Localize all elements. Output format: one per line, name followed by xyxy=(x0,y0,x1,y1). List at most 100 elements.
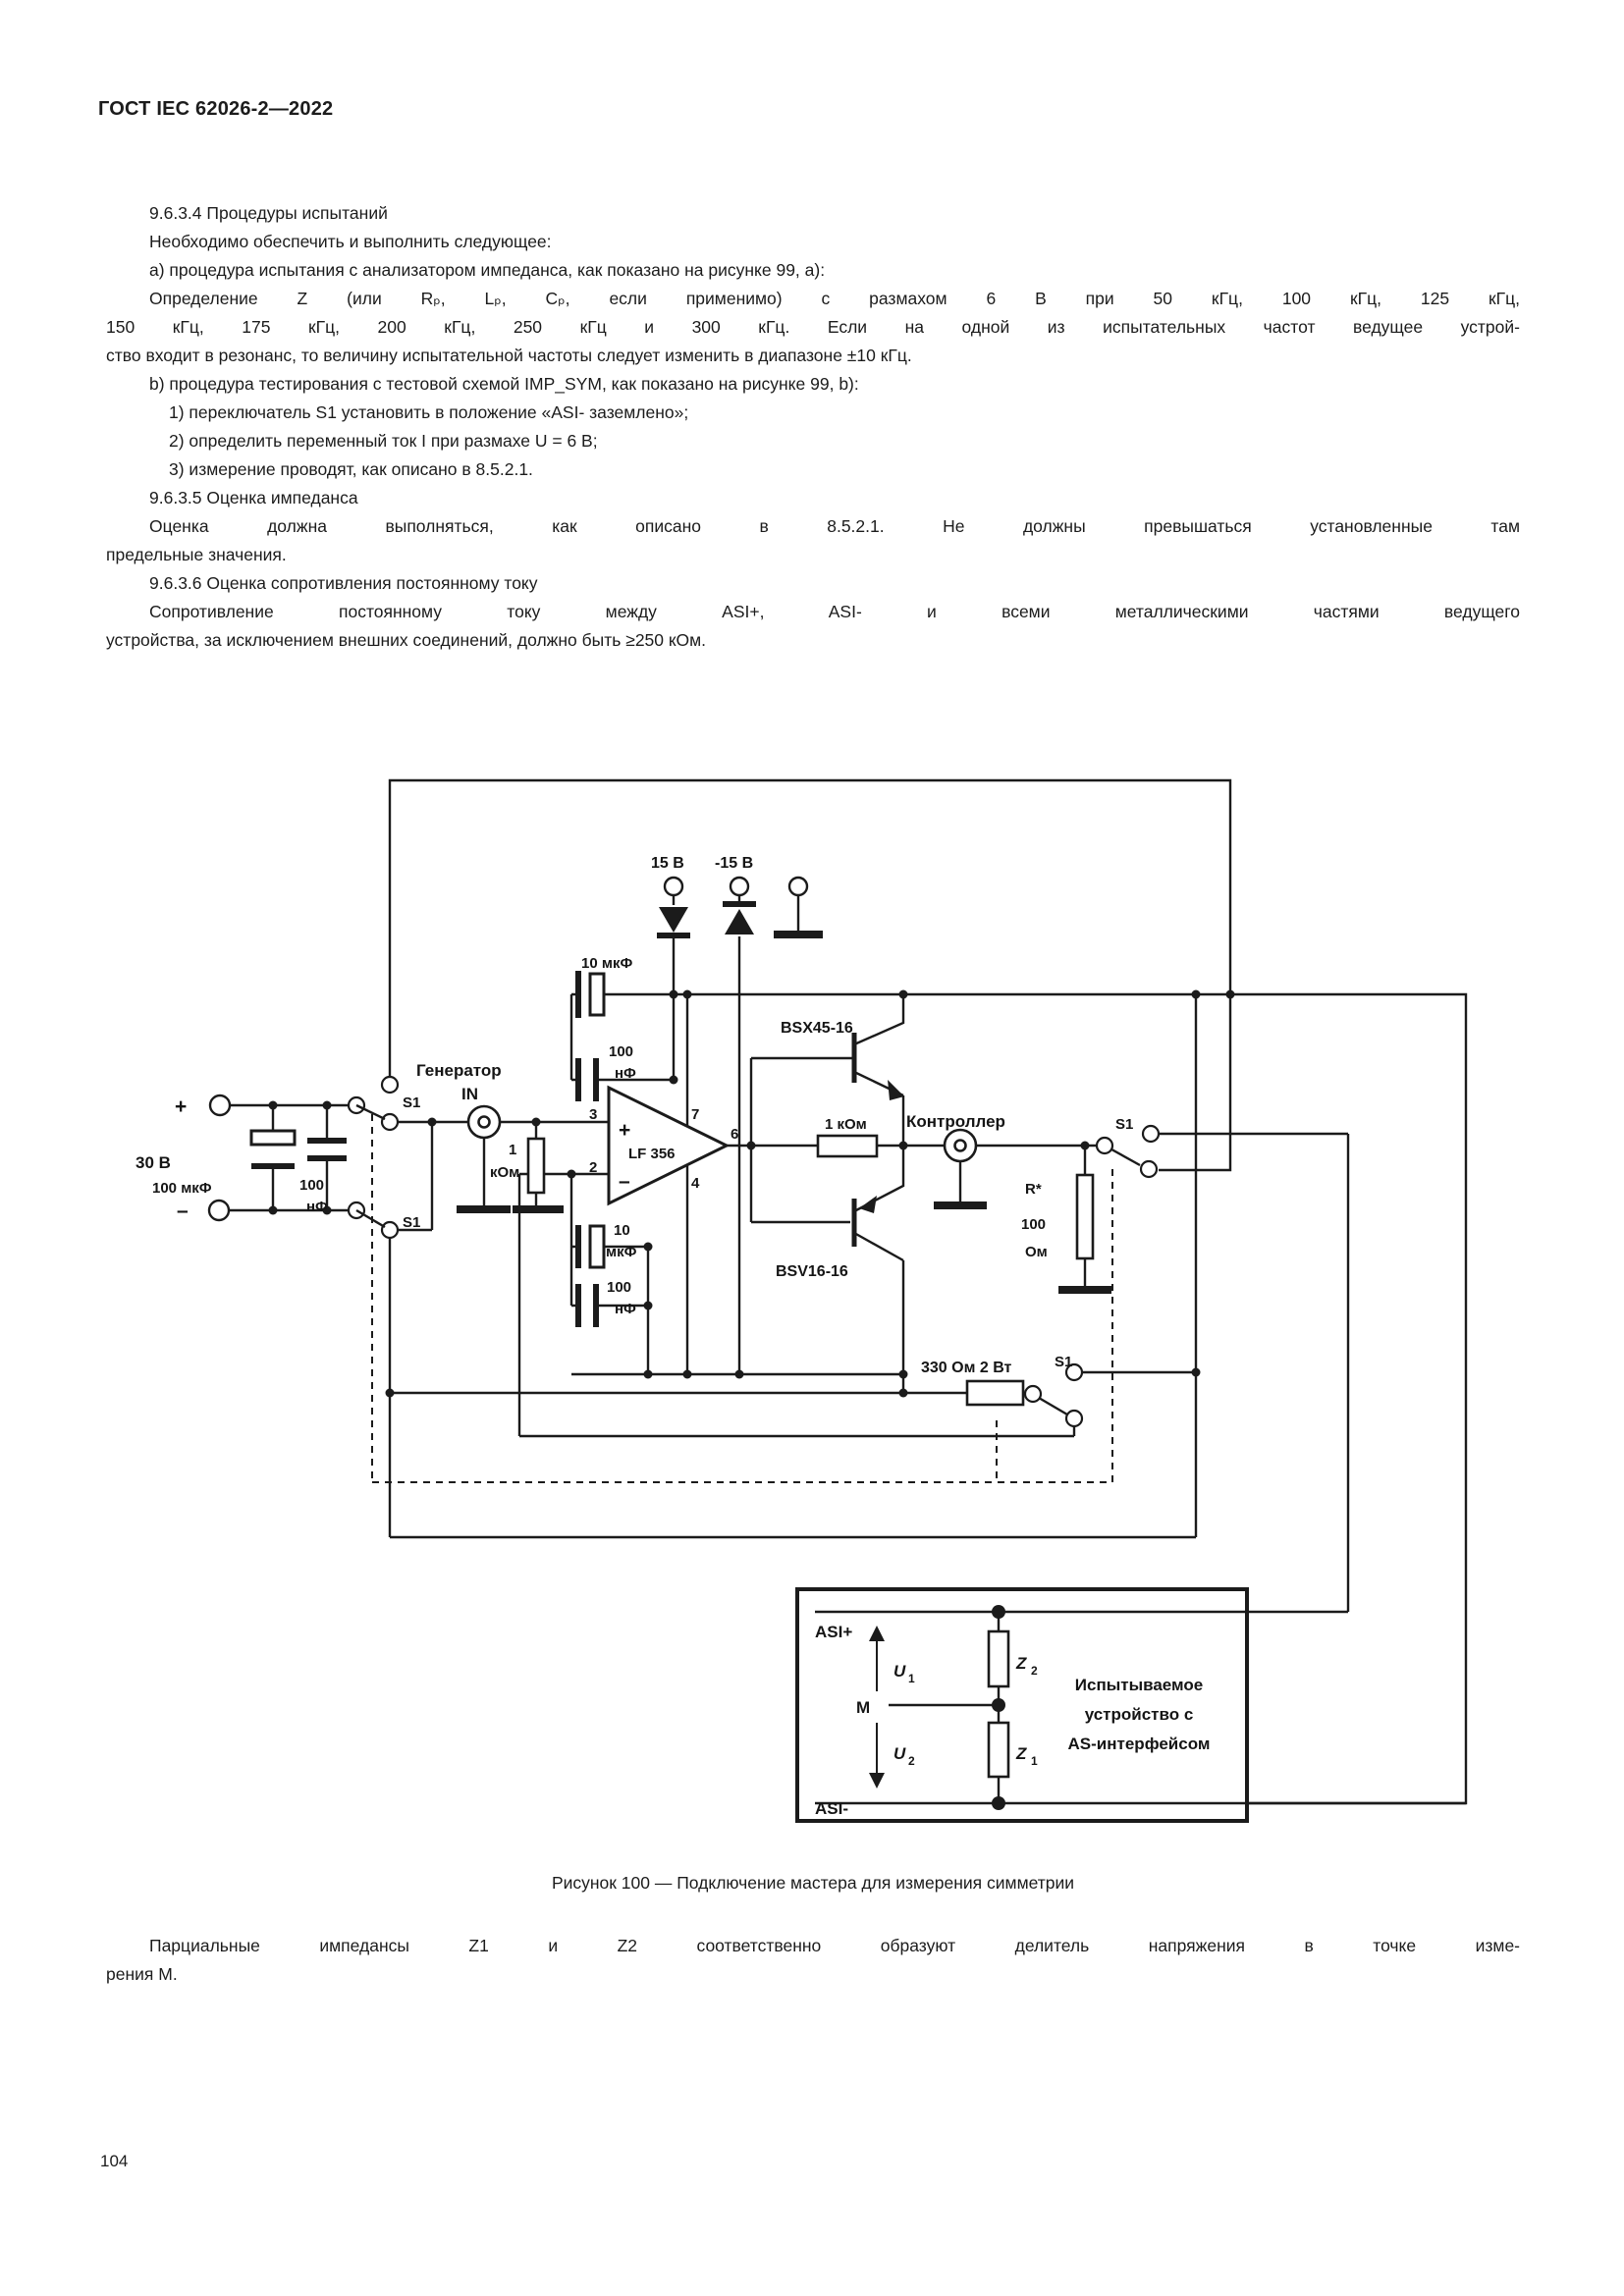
switch-contacts xyxy=(347,1075,1161,1428)
label-z1: Z xyxy=(1015,1744,1027,1763)
para-line: Оценка должна выполняться, как описано в… xyxy=(149,516,1520,536)
para-9636-head: 9.6.3.6 Оценка сопротивления постоянному… xyxy=(149,573,538,593)
impedance-z2 xyxy=(987,1629,1010,1688)
label-z2: Z xyxy=(1015,1654,1027,1673)
label-pin7: 7 xyxy=(691,1106,699,1123)
para-line: ство входит в резонанс, то величину испы… xyxy=(106,346,912,365)
label-z1-sub: 1 xyxy=(1031,1754,1038,1768)
label-opamp-minus: – xyxy=(619,1170,630,1193)
zener-15v-icon xyxy=(657,907,690,938)
para-9634-head: 9.6.3.4 Процедуры испытаний xyxy=(149,203,388,223)
para-line: а) процедура испытания с анализатором им… xyxy=(149,260,826,280)
label-330ohm: 330 Ом 2 Вт xyxy=(921,1360,1012,1376)
zener-minus15v-icon xyxy=(723,901,756,934)
figure-caption: Рисунок 100 — Подключение мастера для из… xyxy=(551,1873,1075,1893)
label-s1-330: S1 xyxy=(1055,1354,1072,1370)
cap-100nf-bottom xyxy=(575,1284,599,1327)
label-cap100b-1: 100 xyxy=(607,1279,631,1296)
terminal-ground xyxy=(787,876,809,897)
label-30v: 30 В xyxy=(135,1153,171,1172)
para-line: Сопротивление постоянному току между ASI… xyxy=(149,602,1520,621)
para-line: Необходимо обеспечить и выполнить следую… xyxy=(149,232,552,251)
label-u1: U xyxy=(893,1662,906,1681)
controller-connector xyxy=(943,1128,978,1163)
circuit-wires xyxy=(229,778,1468,1805)
label-opamp-plus: + xyxy=(619,1119,630,1142)
label-cap-10uf-top: 10 мкФ xyxy=(581,955,632,972)
generator-connector xyxy=(466,1104,502,1140)
impedance-z1 xyxy=(987,1721,1010,1779)
para-9635-head: 9.6.3.5 Оценка импеданса xyxy=(149,488,358,507)
label-opamp-type: LF 356 xyxy=(628,1146,676,1162)
label-cap10b-1: 10 xyxy=(614,1222,630,1239)
label-cap-100uf: 100 мкФ xyxy=(152,1180,212,1197)
label-rstar-b: 100 xyxy=(1021,1216,1046,1233)
label-r1k-2: кОм xyxy=(490,1164,519,1181)
para-line: Определение Z (или Rₚ, Lₚ, Cₚ, если прим… xyxy=(149,289,1520,308)
label-m: M xyxy=(856,1698,870,1717)
label-s1-upper-right: S1 xyxy=(1115,1116,1133,1133)
label-cap-100-top: 100 xyxy=(609,1043,633,1060)
label-bsx45: BSX45-16 xyxy=(781,1020,853,1037)
label-dut-3: AS-интерфейсом xyxy=(1068,1735,1211,1753)
transistor-bsv16-16 xyxy=(851,1196,877,1247)
label-s1-lower-left: S1 xyxy=(403,1214,420,1231)
label-bsv16: BSV16-16 xyxy=(776,1263,848,1280)
label-rstar-a: R* xyxy=(1025,1181,1042,1198)
label-generator-in: IN xyxy=(461,1085,478,1103)
label-cap-nf-top: нФ xyxy=(615,1065,636,1082)
para-line: устройства, за исключением внешних соеди… xyxy=(106,630,707,650)
label-dut-1: Испытываемое xyxy=(1075,1676,1203,1694)
label-cap-100nf-a: 100 xyxy=(299,1177,324,1194)
cap-100uf-input xyxy=(249,1129,297,1169)
imp-sym-dashed-boundary xyxy=(371,1114,1113,1483)
label-cap-100nf-b: нФ xyxy=(306,1199,328,1215)
label-asi-minus: ASI- xyxy=(815,1799,848,1818)
body-text: 9.6.3.4 Процедуры испытаний Необходимо о… xyxy=(106,199,1520,655)
label-z2-sub: 2 xyxy=(1031,1664,1038,1678)
resistor-1kohm-input xyxy=(526,1137,546,1195)
terminal-minus15v xyxy=(729,876,750,897)
u1-arrow-icon xyxy=(869,1626,885,1641)
para-list-item: 2) определить переменный ток I при разма… xyxy=(169,431,598,451)
label-u2-sub: 2 xyxy=(908,1754,915,1768)
label-r1kom: 1 кОм xyxy=(825,1116,867,1133)
para-line: Парциальные импедансы Z1 и Z2 соответств… xyxy=(149,1936,1520,1955)
opamp-lf356 xyxy=(607,1085,731,1206)
cap-100nf-top xyxy=(575,1058,599,1101)
label-controller: Контроллер xyxy=(906,1112,1005,1131)
asi-dut-box xyxy=(795,1587,1249,1823)
terminal-15v xyxy=(663,876,684,897)
para-line: 150 кГц, 175 кГц, 200 кГц, 250 кГц и 300… xyxy=(106,317,1520,337)
bottom-paragraph: Парциальные импедансы Z1 и Z2 соответств… xyxy=(106,1932,1520,1989)
label-generator: Генератор xyxy=(416,1061,502,1080)
resistor-330ohm xyxy=(965,1379,1025,1407)
junction-dots xyxy=(268,989,1235,1810)
label-plus-terminal: + xyxy=(175,1095,187,1118)
label-cap100b-2: нФ xyxy=(615,1301,636,1317)
label-u2: U xyxy=(893,1744,906,1763)
para-line: b) процедура тестирования с тестовой схе… xyxy=(149,374,859,394)
resistor-1kohm-output xyxy=(816,1134,879,1158)
ground-symbols xyxy=(457,931,1111,1294)
para-list-item: 1) переключатель S1 установить в положен… xyxy=(169,402,689,422)
cap-100nf-input xyxy=(307,1138,347,1161)
label-15v: 15 В xyxy=(651,855,684,872)
label-asi-plus: ASI+ xyxy=(815,1623,852,1641)
label-cap10b-2: мкФ xyxy=(606,1244,637,1260)
plus-terminal xyxy=(208,1094,232,1117)
label-u1-sub: 1 xyxy=(908,1672,915,1685)
label-minus15v: -15 В xyxy=(715,855,753,872)
page-number: 104 xyxy=(100,2152,129,2170)
label-pin6: 6 xyxy=(731,1126,738,1143)
label-pin2: 2 xyxy=(589,1159,597,1176)
cap-10uf-bottom xyxy=(575,1224,606,1269)
resistor-rstar-100ohm xyxy=(1075,1173,1095,1260)
para-list-item: 3) измерение проводят, как описано в 8.5… xyxy=(169,459,533,479)
cap-10uf-top xyxy=(575,971,606,1018)
u2-arrow-icon xyxy=(869,1773,885,1789)
label-dut-2: устройство с xyxy=(1085,1705,1194,1724)
label-r1k-1: 1 xyxy=(509,1142,516,1158)
